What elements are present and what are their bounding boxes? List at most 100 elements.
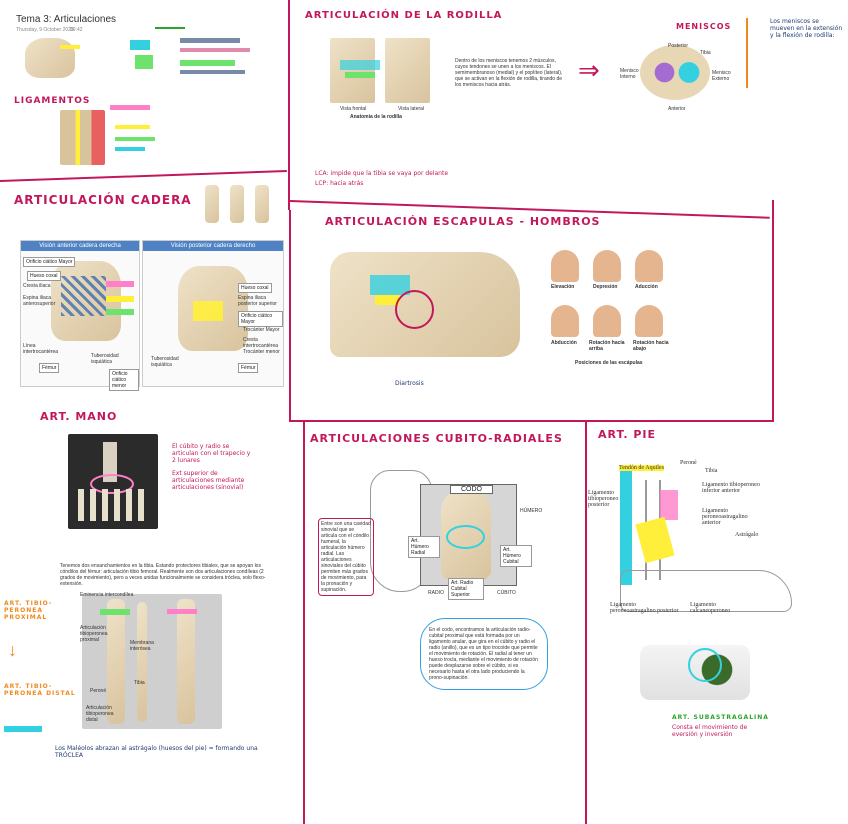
- knee-colors: [340, 60, 380, 70]
- knee-front-image: [330, 38, 375, 103]
- scap-pos-2: Aducción: [635, 284, 658, 290]
- hip-r-label-7: Tuberosidad isquiática: [151, 356, 186, 368]
- foot-label-0: Peroné: [680, 460, 697, 466]
- scapula-caption: Posiciones de las escápulas: [575, 360, 643, 366]
- menisco-tibia: Tibia: [700, 50, 711, 56]
- hip-r-label-2: Orificio ciático Mayor: [238, 311, 283, 327]
- foot-label-8: Ligamento calcaneoperoneo: [690, 602, 750, 614]
- menisco-note: Los meniscos se mueven en la extensión y…: [770, 18, 845, 39]
- spine-ligament-image: [60, 110, 105, 165]
- divider-vertical-2: [289, 210, 291, 422]
- divider-vertical-3: [303, 420, 305, 824]
- hip-panel-right: Visión posterior cadera derecho Hueso co…: [142, 240, 284, 387]
- foot-label-5: Ligamento peroneoastragalino anterior: [702, 508, 762, 526]
- hip-top-figures: [200, 185, 280, 225]
- tibia-note-proximal: ART. TIBIO-PERONEA PROXIMAL: [4, 600, 79, 621]
- scap-pos-3: Abducción: [551, 340, 577, 346]
- scap-pos-5: Rotación hacia abajo: [633, 340, 673, 352]
- hip-r-label-1: Espina iliaca posterior superior: [238, 295, 278, 307]
- green-bracket: [155, 15, 185, 29]
- hip-l-label-0: Orificio ciático Mayor: [23, 257, 75, 267]
- hand-xray-image: [68, 434, 158, 529]
- hip-l-label-7: Tuberosidad isquiática: [91, 353, 126, 365]
- tibia-label-7: Articulación tibioperonea distal: [86, 705, 121, 723]
- foot-label-3: Ligamento tibioperoneo posterior: [588, 490, 623, 508]
- divider-vertical-1: [288, 0, 290, 210]
- section-ligamentos: LIGAMENTOS: [14, 96, 90, 106]
- scapula-grid: Elevación Depresión Aducción Abducción R…: [545, 250, 670, 390]
- scap-pos-0: Elevación: [551, 284, 574, 290]
- tibia-label-3: Membrana interósea: [130, 640, 160, 652]
- elbow-label-0: HÚMERO: [520, 508, 542, 514]
- page-time: 09:42: [70, 27, 83, 33]
- elbow-label-1: Art. Húmero Radial: [408, 536, 440, 558]
- elbow-note-left: Entre son una cavidad sinovial que se ar…: [318, 518, 374, 596]
- elbow-box-title: CODO: [450, 485, 493, 494]
- section-cubito: ARTICULACIONES CUBITO-RADIALES: [310, 432, 563, 445]
- foot-label-6: Astrágalo: [735, 532, 758, 538]
- shoulder-diartrosis: Diartrosis: [395, 380, 424, 387]
- foot-bottom-note: ART. SUBASTRAGALINA: [672, 714, 769, 721]
- elbow-label-5: CÚBITO: [497, 590, 516, 596]
- mini-diagram-1: [130, 30, 280, 90]
- hip-r-label-3: Trocánter Mayor: [243, 327, 280, 333]
- hip-l-label-3: Espina iliaca anterosuperior: [23, 295, 53, 307]
- section-cadera: ARTICULACIÓN CADERA: [14, 193, 192, 207]
- tibia-label-4: Tibia: [134, 680, 145, 686]
- divider-escapular-bottom: [290, 420, 774, 422]
- menisco-ext: Menisco Externo: [712, 70, 734, 82]
- section-pie: ART. PIE: [598, 428, 656, 441]
- hip-r-label-4: Cresta intertrocantérea: [243, 337, 283, 349]
- divider-vertical-4: [585, 420, 587, 824]
- section-meniscos: MENISCOS: [676, 22, 731, 31]
- foot-label-1: Tendón de Aquiles: [619, 465, 664, 471]
- knee-view-side: Vista lateral: [398, 106, 424, 112]
- hip-panel-left: Visión anterior cadera derecha Orificio …: [20, 240, 140, 387]
- foot-label-7: Ligamento peroneoastragalino posterior: [610, 602, 680, 614]
- hand-note-1: El cúbito y radio se articulan con el tr…: [172, 443, 252, 464]
- vertebrae-image: [25, 38, 75, 78]
- vertebrae-highlight: [60, 45, 80, 49]
- hip-l-label-8: Orificio ciático menor: [109, 369, 139, 391]
- knee-note-lcp: LCP: hacia atrás: [315, 180, 363, 187]
- hip-r-label-0: Hueso coxal: [238, 283, 272, 293]
- knee-arrow-icon: ⇒: [578, 60, 600, 80]
- scap-pos-4: Rotación hacia arriba: [589, 340, 629, 352]
- tibia-distal-highlight: [4, 726, 42, 732]
- hip-l-label-5: Línea intertrocantérea: [23, 343, 53, 355]
- elbow-label-4: RADIO: [428, 590, 444, 596]
- section-mano: ART. MANO: [40, 410, 117, 423]
- tibia-label-2: Articulación tibioperonea proximal: [80, 625, 110, 643]
- tibia-arrow-icon: ↓: [8, 640, 17, 661]
- section-rodilla: ARTICULACIÓN DE LA RODILLA: [305, 10, 502, 21]
- knee-text: Dentro de los meniscos tenemos 2 músculo…: [455, 58, 565, 88]
- ligament-label-highlights: [110, 105, 170, 165]
- tibia-label-0: Eminencia intercondílea: [80, 592, 133, 598]
- elbow-box: [420, 484, 517, 586]
- divider-top-horizontal: [0, 170, 287, 182]
- page-date: Thursday, 9 October 2025: [16, 27, 74, 33]
- knee-view-front: Vista frontal: [340, 106, 366, 112]
- foot-bottom-sub: Consta el movimiento de eversión y inver…: [672, 724, 752, 738]
- knee-side-image: [385, 38, 430, 103]
- tibia-bottom-note: Los Maléolos abrazan al astrágalo (hueso…: [55, 745, 275, 759]
- elbow-note-bottom: En el codo, encontramos la articulación …: [420, 618, 548, 690]
- foot-label-4: Ligamento tibioperoneo inferior anterior: [702, 482, 762, 494]
- tibia-paragraph: Tenemos dos ensanchamientos en la tibia.…: [60, 563, 275, 587]
- hip-panel-right-title: Visión posterior cadera derecho: [143, 241, 283, 251]
- section-escapular: ARTICULACIÓN ESCAPULAS - HOMBROS: [325, 215, 600, 228]
- tibia-note-distal: ART. TIBIO-PERONEA DISTAL: [4, 683, 79, 697]
- page-title: Tema 3: Articulaciones: [16, 14, 116, 25]
- divider-escapular-right: [772, 200, 774, 420]
- knee-note-lca: LCA: impide que la tibia se vaya por del…: [315, 170, 448, 177]
- divider-orange: [746, 18, 748, 88]
- knee-caption: Anatomía de la rodilla: [350, 114, 402, 120]
- hand-note-2: Ext superior de articulaciones mediante …: [172, 470, 252, 491]
- tibia-label-5: Peroné: [90, 688, 106, 694]
- hip-r-label-5: Trocánter menor: [243, 349, 280, 355]
- foot-diagram: [600, 460, 800, 620]
- elbow-label-3: Art. Radio Cubital Superior: [448, 578, 484, 600]
- menisco-int: Menisco Interno: [620, 68, 642, 80]
- hip-l-label-6: Fémur: [39, 363, 59, 373]
- foot-label-2: Tibia: [705, 468, 717, 474]
